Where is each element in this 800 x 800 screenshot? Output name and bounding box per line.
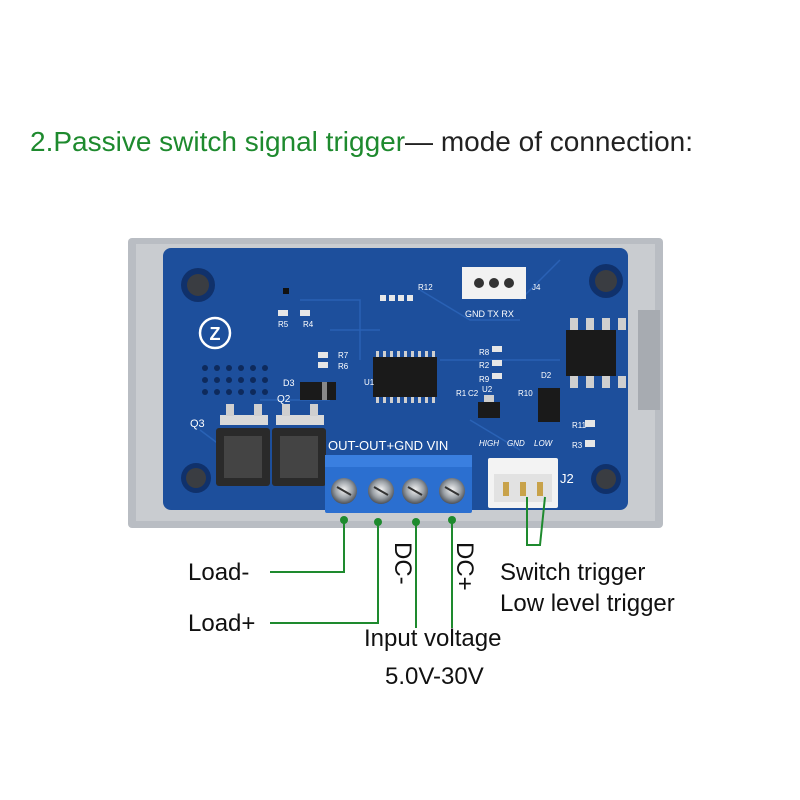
trigger-label-low: LOW — [534, 439, 554, 448]
r1-label: R1 — [456, 389, 467, 398]
load-minus-label: Load- — [188, 559, 250, 586]
r9-label: R9 — [479, 375, 490, 384]
connector-j4 — [462, 267, 526, 299]
via-grid — [202, 365, 268, 395]
title-mode-name: 2.Passive switch signal trigger — [30, 126, 406, 157]
trigger-label-gnd: GND — [507, 439, 525, 448]
trigger-label-high: HIGH — [479, 439, 499, 448]
diode-d2 — [538, 388, 560, 422]
load-plus-label: Load+ — [188, 610, 256, 637]
r6-label: R6 — [338, 362, 349, 371]
voltage-range-label: 5.0V-30V — [385, 663, 484, 690]
r4-label: R4 — [303, 320, 314, 329]
j4-label: J4 — [532, 283, 541, 292]
mosfet-right — [566, 318, 626, 388]
logo-icon: Z — [198, 316, 232, 350]
svg-text:Z: Z — [210, 324, 221, 344]
dc-minus-label: DC- — [389, 542, 416, 585]
low-level-trigger-label: Low level trigger — [500, 590, 675, 617]
wire-endpoints — [340, 516, 456, 526]
c2-label: C2 — [468, 389, 479, 398]
regulator-u2 — [478, 395, 500, 418]
connection-wires — [270, 496, 546, 628]
q2-label: Q2 — [277, 394, 291, 405]
screw-terminal-block — [325, 455, 472, 513]
transistor-q2 — [272, 404, 326, 486]
d3-label: D3 — [283, 378, 295, 388]
r3-label: R3 — [572, 441, 583, 450]
title-suffix: — mode of connection: — [405, 126, 693, 157]
d2-label: D2 — [541, 371, 552, 380]
header-r12 — [380, 295, 413, 301]
q3-label: Q3 — [190, 418, 205, 430]
r8-label: R8 — [479, 348, 490, 357]
input-voltage-label: Input voltage — [364, 625, 502, 652]
u1-label: U1 — [364, 378, 375, 387]
r12-label: R12 — [418, 283, 433, 292]
transistor-q3 — [216, 404, 270, 486]
chip-u1 — [373, 351, 437, 403]
j2-label: J2 — [560, 471, 574, 486]
diode-d3 — [300, 382, 336, 400]
r7-label: R7 — [338, 351, 349, 360]
terminal-labels: OUT-OUT+GND VIN — [328, 438, 448, 453]
switch-trigger-label: Switch trigger — [500, 559, 646, 586]
page-title: 2.Passive switch signal trigger— mode of… — [30, 126, 693, 158]
r2-label: R2 — [479, 361, 490, 370]
connector-j2 — [488, 458, 558, 508]
r5-label: R5 — [278, 320, 289, 329]
r10-label: R10 — [518, 389, 533, 398]
dc-plus-label: DC+ — [451, 542, 478, 591]
u2-label: U2 — [482, 385, 493, 394]
mounting-holes — [181, 264, 623, 494]
j4-pin-labels: GND TX RX — [465, 309, 514, 319]
r11-label: R11 — [572, 421, 587, 430]
